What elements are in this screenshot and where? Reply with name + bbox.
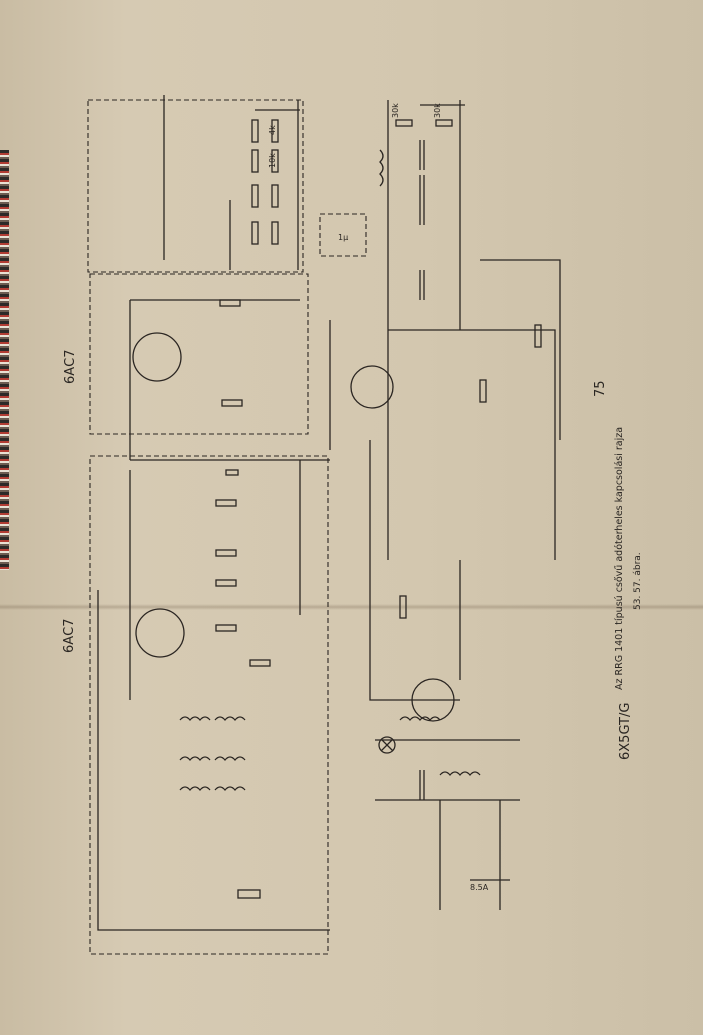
supply-components — [379, 119, 453, 300]
label-r-supply2: 30k — [433, 103, 442, 118]
label-r-supply1: 30k — [391, 103, 400, 118]
stage3-bus — [97, 460, 330, 931]
tube-label-bottom: 6Х5GT/G — [618, 702, 633, 760]
input-coil-bank — [179, 716, 481, 792]
shield-box-upper — [89, 273, 309, 435]
tube-6ac7-stage1 — [132, 332, 182, 382]
coupling-cap-box — [319, 213, 367, 257]
stage1-bus — [129, 299, 330, 461]
top-resistor-chain — [251, 119, 279, 245]
supply-rails — [387, 100, 556, 560]
tube-6x5gt-rectifier — [411, 678, 455, 722]
figure-number: 53. 57. ábra. — [633, 552, 643, 610]
binding-strip — [0, 150, 9, 570]
stage-components — [215, 299, 542, 899]
paper-fold-line — [0, 604, 703, 610]
shield-box-top — [87, 99, 304, 273]
rectifier-feed — [369, 440, 461, 701]
transformer-core — [419, 770, 425, 800]
label-coupling-cap: 1μ — [338, 233, 348, 242]
pilot-lamp-icon — [378, 736, 396, 754]
shield-box-lower — [89, 455, 329, 955]
figure-caption: Az RRG 1401 típusú csővű adóterheles kap… — [614, 426, 625, 690]
tube-stage2 — [350, 365, 394, 409]
label-fuse: 8.5A — [470, 883, 489, 892]
label-r-top1: 4k — [268, 125, 277, 135]
top-rails — [163, 95, 300, 270]
tube-6ac7-stage3 — [135, 608, 185, 658]
power-transformer-leads — [375, 739, 520, 910]
label-r-top2: 10k — [268, 153, 277, 168]
page-number: 75 — [593, 380, 608, 397]
tube-label-middle: 6АС7 — [62, 618, 77, 653]
stage2-bus — [329, 259, 561, 450]
tube-label-top: 6АС7 — [63, 349, 78, 384]
